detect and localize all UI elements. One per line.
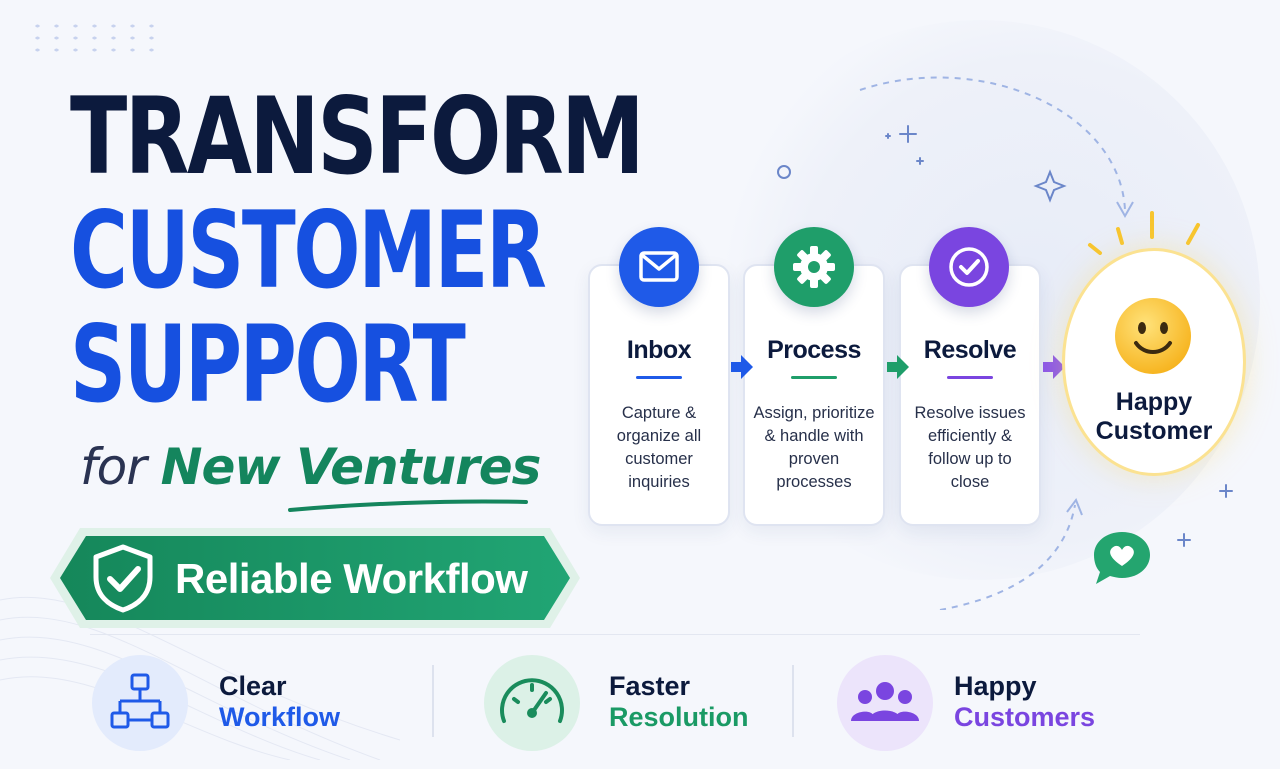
step-icon-circle-process [774,227,854,307]
step-title-resolve: Resolve [923,336,1017,364]
step-accent-bar-inbox [636,376,682,379]
speedometer-icon [500,678,564,723]
sparkle-decorations [777,125,1233,547]
heart-chat-icon [1094,532,1150,584]
arrow-right-icon [1043,355,1065,379]
gear-icon [793,246,835,288]
subheadline-highlight: New Ventures [160,438,542,496]
feature-separator [432,665,434,737]
arrow-right-icon [731,355,753,379]
feature-icon-circle-workflow [92,655,188,751]
swoosh-underline [288,499,528,512]
step-icon-circle-inbox [619,227,699,307]
subheadline: for New Ventures [80,438,542,496]
feature-separator [792,665,794,737]
feature-icon-circle-customers [837,655,933,751]
headline-line-3: SUPPORT [70,302,466,427]
subheadline-prefix: for [80,438,147,496]
check-circle-icon [949,247,989,287]
section-divider [90,634,1140,635]
step-accent-bar-process [791,376,837,379]
dashed-flow-arc [859,76,1134,610]
feature-title-resolution: Faster [609,671,691,701]
banner-label: Reliable Workflow [175,555,528,602]
headline-line-1: TRANSFORM [70,74,645,199]
sun-rays-decoration [1088,211,1200,255]
envelope-icon [639,251,679,282]
step-card-process [743,264,885,526]
reliable-workflow-banner [50,528,580,628]
users-icon [851,682,919,721]
flowchart-icon [110,673,170,729]
feature-subtitle-workflow: Workflow [219,702,340,732]
step-title-process: Process [767,336,861,364]
step-card-inbox [588,264,730,526]
feature-subtitle-resolution: Resolution [609,702,749,732]
step-title-inbox: Inbox [626,336,692,364]
step-icon-circle-resolve [929,227,1009,307]
feature-title-customers: Happy [954,671,1037,701]
step-description-resolve: Resolve issues efficiently & follow up t… [914,404,1026,491]
happy-customer-label: Happy Customer [1095,388,1213,445]
shield-check-icon [93,544,153,613]
smiley-icon [1115,298,1191,374]
headline-line-2: CUSTOMER [70,188,547,313]
step-description-inbox: Capture & organize all customer inquirie… [616,404,702,491]
feature-subtitle-customers: Customers [954,702,1096,732]
arrow-right-icon [887,355,909,379]
feature-title-workflow: Clear [219,671,287,701]
step-description-process: Assign, prioritize & handle with proven … [753,404,875,491]
dot-grid-decoration [28,20,168,60]
feature-icon-circle-resolution [484,655,580,751]
step-accent-bar-resolve [947,376,993,379]
